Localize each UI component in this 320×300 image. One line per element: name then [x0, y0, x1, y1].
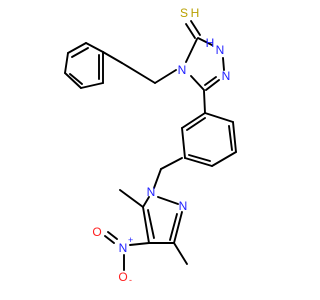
benzene-bond-4 — [184, 157, 213, 167]
phenyl-bond-6 — [80, 82, 104, 89]
pyrazole-n2-c3-bond — [173, 211, 183, 244]
triazole-n2-label: N — [222, 69, 231, 83]
c-s-double-bond-a — [185, 23, 196, 39]
phenyl-bond-3 — [67, 42, 87, 54]
triazole-nh-label: N — [216, 43, 225, 57]
pyrazole-n2-label: N — [179, 199, 188, 213]
nitro-n-label: N — [119, 241, 128, 255]
pyrazole-c4-c5-bond — [142, 206, 150, 244]
pyrazole-n2-c3-double — [169, 213, 178, 241]
nitro-o-bottom-charge: - — [129, 275, 132, 285]
pyrazole-n1-label: N — [147, 185, 156, 199]
atom-label-layer: S H H N N N N N N + O O - — [92, 6, 230, 285]
n4-ch2-bond — [154, 69, 177, 84]
triazole-c3-n2-bond — [197, 37, 213, 46]
triazole-n1-n2-bond — [222, 57, 225, 71]
pyrazole-c4-c5-double — [147, 209, 155, 239]
phenyl-double-1 — [71, 47, 89, 58]
phenyl-double-2 — [69, 73, 83, 85]
benzene-bond-6 — [181, 112, 206, 129]
benzene-bond-5 — [181, 127, 186, 159]
c5-methyl-bond — [119, 189, 144, 208]
nitro-o-bottom-label: O — [118, 270, 127, 284]
thione-s-label: S — [180, 6, 188, 20]
phenyl-bond-2 — [85, 42, 104, 53]
c5-aryl-bond — [203, 90, 206, 114]
c-s-double-bond-b — [190, 20, 201, 36]
molecule-diagram: S H H N N N N N N + O O - — [64, 6, 237, 285]
c3-methyl-bond — [173, 242, 188, 265]
phenyl-bond-5 — [64, 72, 82, 89]
nitro-o-top-double-a — [104, 235, 115, 244]
phenyl-bond-1 — [102, 51, 123, 64]
structure-canvas: S H H N N N N N N + O O - — [64, 6, 237, 285]
nitro-o-top-label: O — [92, 225, 101, 239]
benzene-double-1 — [228, 125, 233, 151]
nitro-o-top-double-b — [107, 231, 118, 240]
pyrazole-n1-n2-bond — [157, 196, 179, 205]
triazole-n4-label: N — [178, 63, 187, 77]
triazole-c5-n4-bond — [190, 75, 205, 91]
triazole-n4-c3-bond — [185, 38, 198, 63]
pyrazole-c5-n1-bond — [142, 196, 150, 208]
bond-layer — [64, 20, 237, 271]
aryl-ch2-bond — [160, 157, 183, 170]
ch2-ch2-bond — [121, 62, 156, 84]
thione-h-label: H — [191, 6, 200, 20]
ch2-pyrazole-n-bond — [153, 168, 162, 189]
nitro-n-charge: + — [128, 235, 133, 245]
phenyl-bond-4 — [64, 52, 69, 74]
triazole-n1-c5-bond — [205, 79, 220, 91]
triazole-h-label: H — [206, 36, 215, 50]
benzene-double-3 — [186, 117, 206, 131]
benzene-bond-2 — [232, 121, 237, 153]
triazole-c5-n1-double-inner — [204, 76, 217, 86]
benzene-double-2 — [188, 154, 211, 162]
c4-nitro-bond — [129, 242, 150, 246]
benzene-bond-1 — [204, 112, 234, 123]
benzene-bond-3 — [211, 151, 237, 167]
